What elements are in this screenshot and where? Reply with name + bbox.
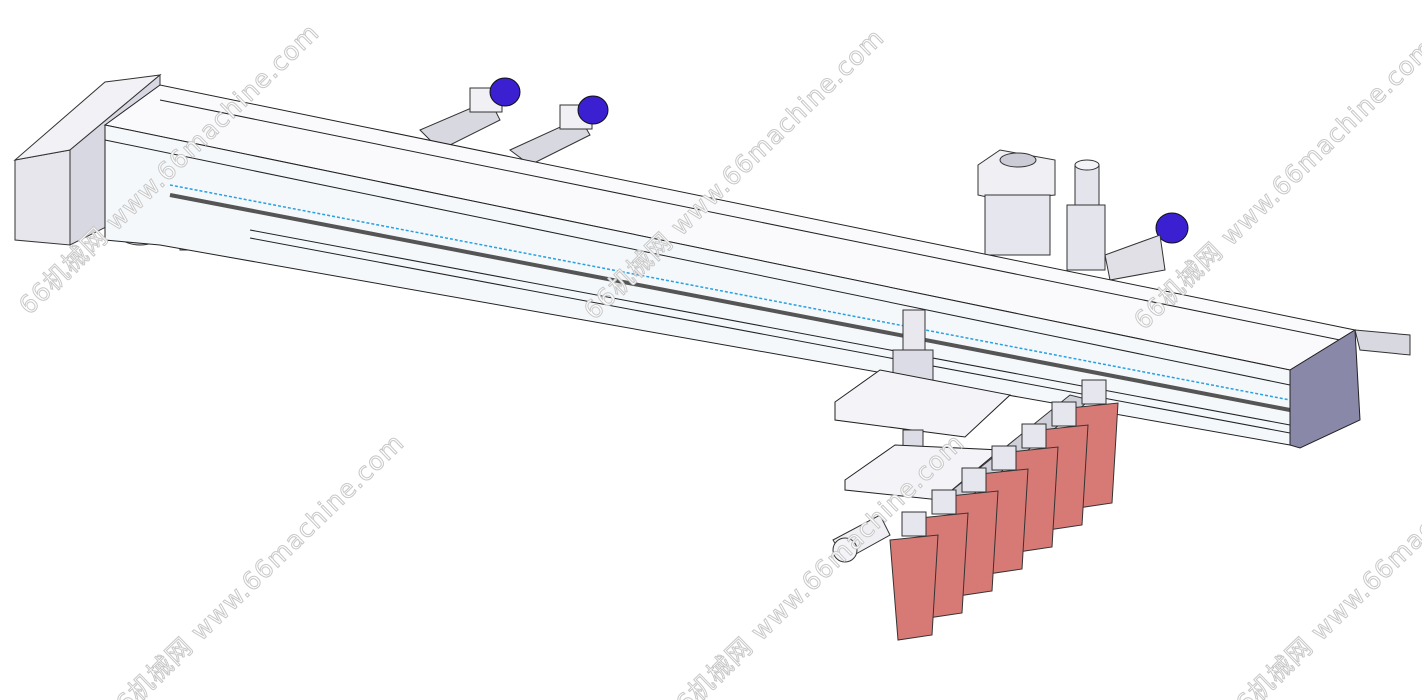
gripper-pad — [889, 534, 939, 641]
rear-slide-units — [419, 77, 1189, 281]
gripper-fitting — [961, 467, 987, 493]
gripper-fitting — [991, 445, 1017, 471]
motor-icon — [489, 77, 521, 107]
main-beam — [103, 84, 1411, 449]
gripper-fitting — [901, 511, 927, 537]
watermark-text: 66机械网 www.66machine.com — [98, 428, 410, 700]
watermark-text: 66机械网 www.66machine.com — [1218, 428, 1422, 700]
gripper-pads — [889, 379, 1119, 641]
gripper-fitting — [1081, 379, 1107, 405]
gripper-fitting — [1021, 423, 1047, 449]
gripper-fitting — [931, 489, 957, 515]
motor-icon — [577, 95, 609, 125]
gripper-fitting — [1051, 401, 1077, 427]
watermark-text: 66机械网 www.66machine.com — [1128, 33, 1422, 335]
motor-icon — [1155, 212, 1189, 244]
